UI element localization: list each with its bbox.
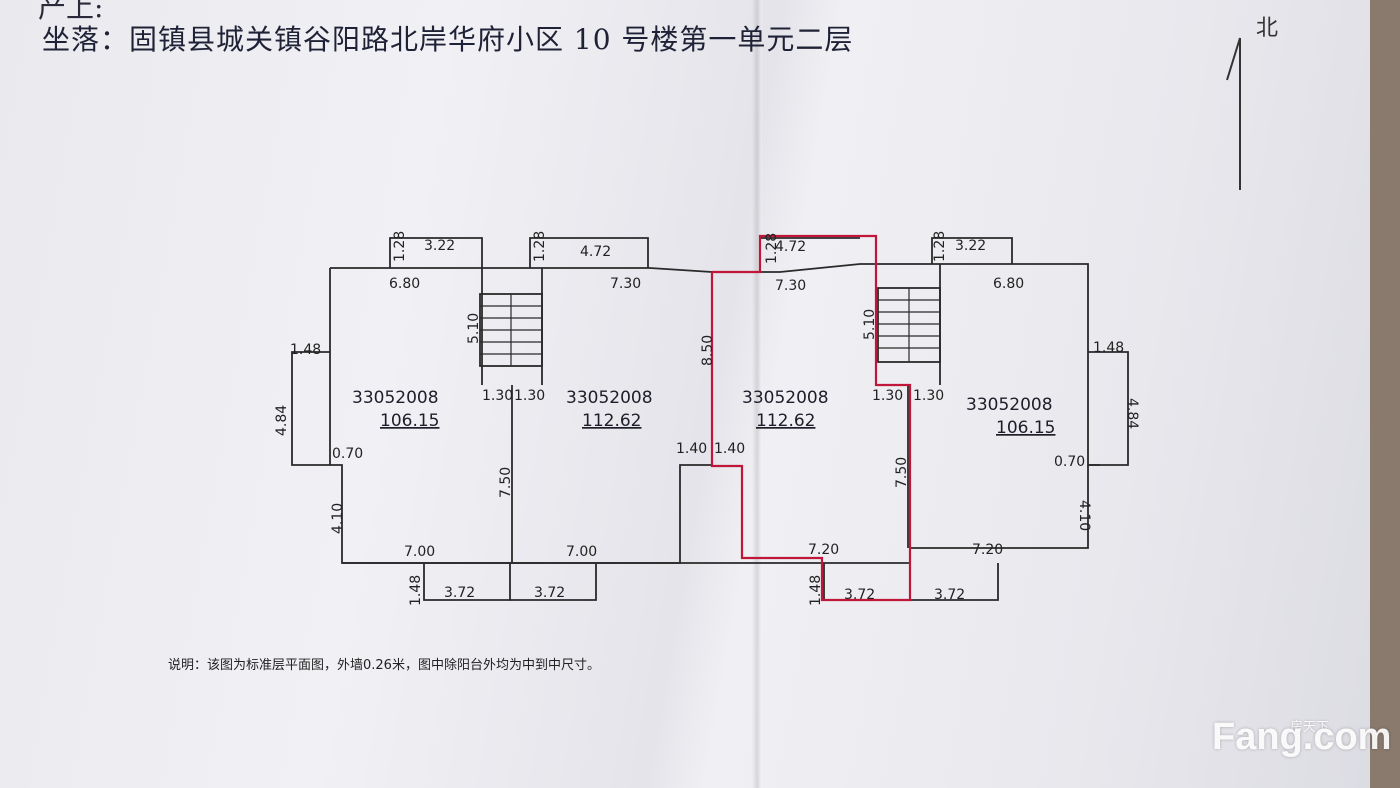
dim-label: 1.48 [808,575,824,606]
dim-label: 6.80 [389,276,420,292]
owner-line: 产上: [38,0,104,24]
dim-label: 3.22 [424,238,455,254]
dim-label: 4.72 [775,239,806,255]
dim-label: 5.10 [862,309,878,340]
unit-2-code: 33052008 [566,388,653,408]
plan-outline [291,237,1129,601]
unit-2-area: 112.62 [582,411,641,431]
dim-label: 1.28 [532,231,548,262]
unit-4-area: 106.15 [996,418,1055,438]
dim-label: 1.30 [514,388,545,404]
dim-label: 7.00 [566,544,597,560]
dim-label: 5.10 [466,313,482,344]
dim-label: 0.70 [1054,454,1085,470]
dim-label: 6.80 [993,276,1024,292]
stair-icon [480,288,940,366]
unit-labels: 33052008 106.15 33052008 112.62 33052008… [352,388,1055,438]
dim-label: 0.70 [332,446,363,462]
dim-label: 1.48 [290,342,321,358]
dim-label: 7.20 [808,542,839,558]
watermark-sub: 房天下 [1290,720,1330,735]
unit-3-code: 33052008 [742,388,829,408]
watermark-logo: Fang.com [1212,716,1392,758]
unit-1-area: 106.15 [380,411,439,431]
plan-note: 说明：该图为标准层平面图，外墙0.26米，图中除阳台外均为中到中尺寸。 [168,658,600,673]
unit-3-area: 112.62 [756,411,815,431]
unit-1-code: 33052008 [352,388,439,408]
dim-label: 7.50 [894,457,910,488]
dim-label: 7.20 [972,542,1003,558]
dim-label: 4.84 [274,405,290,436]
dim-label: 1.30 [482,388,513,404]
highlighted-unit-outline [710,234,912,602]
location-line: 坐落：固镇县城关镇谷阳路北岸华府小区 10 号楼第一单元二层 [42,23,854,56]
dim-label: 7.30 [610,276,641,292]
dim-label: 3.22 [955,238,986,254]
dim-label: 1.40 [714,441,745,457]
paper-sheet [0,0,1370,788]
dim-label: 1.48 [1093,340,1124,356]
dim-label: 7.00 [404,544,435,560]
dim-label: 1.30 [872,388,903,404]
dim-label: 1.30 [913,388,944,404]
dim-label: 3.72 [444,585,475,601]
dim-label: 8.50 [700,335,716,366]
unit-4-code: 33052008 [966,395,1053,415]
dim-label: 3.72 [934,587,965,603]
dim-label: 4.10 [1076,500,1092,531]
dim-label: 1.28 [764,233,780,264]
dim-label: 1.28 [932,231,948,262]
dim-label: 7.50 [498,467,514,498]
dim-label: 1.48 [408,575,424,606]
dim-label: 4.10 [330,503,346,534]
dim-label: 3.72 [534,585,565,601]
paper-fold [752,0,762,788]
dim-label: 7.30 [775,278,806,294]
dim-label: 1.28 [392,231,408,262]
north-arrow-icon [1226,37,1241,190]
dim-label: 4.84 [1124,398,1140,429]
dim-label: 3.72 [844,587,875,603]
north-label: 北 [1256,16,1279,41]
dimension-labels: 3.22 4.72 4.72 3.22 6.80 7.30 7.30 6.80 … [290,238,1124,603]
dim-label: 4.72 [580,244,611,260]
vertical-dimension-labels: 1.28 1.28 1.28 1.28 5.10 5.10 8.50 4.84 … [274,231,1140,606]
dim-label: 1.40 [676,441,707,457]
